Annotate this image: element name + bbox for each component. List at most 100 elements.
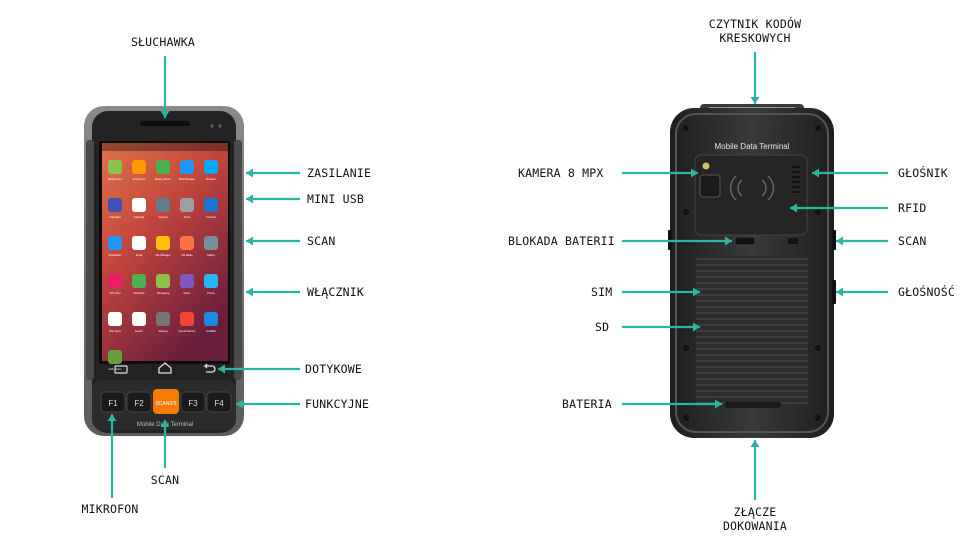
app-icon-tile [132,236,146,250]
label-battery: BATERIA [562,397,612,411]
label-touch-keys: DOTYKOWE [305,362,362,376]
app-icon-label: Phone [207,291,215,295]
app-icon-label: Settings [158,329,168,333]
app-icon-label: ToolsBar [206,329,216,333]
camera-lens [700,175,720,197]
earpiece-slot [140,121,190,126]
app-icon-tile [156,274,170,288]
f4-key-label: F4 [214,399,224,408]
arrow-head-icon [246,237,253,246]
app-icon-label: Search [135,329,144,333]
label-microphone: MIKROFON [82,502,139,516]
app-icon-label: Email [136,253,143,257]
f3-key-label: F3 [188,399,198,408]
app-icon-tile [204,236,218,250]
f1-key-label: F1 [108,399,118,408]
label-earpiece: SŁUCHAWKA [131,35,195,49]
back-device: Mobile Data Terminal [668,104,836,438]
label-mini-usb: MINI USB [307,192,364,206]
label-power-supply: ZASILANIE [307,166,371,180]
app-icon-tile [108,160,122,174]
app-icon-tile [180,274,194,288]
app-icon-tile [204,274,218,288]
label-power-button: WŁĄCZNIK [307,285,364,299]
app-icon-tile [204,312,218,326]
app-icon-label: Battery Monit. [155,177,171,181]
app-icon-tile [132,160,146,174]
app-icon[interactable]: Calculator [108,198,122,219]
app-icon-tile [180,236,194,250]
app-icon[interactable]: MediaTek [132,274,146,295]
label-rfid: RFID [898,201,927,215]
app-icon-label: Downloads [109,253,123,257]
scan-f5-key-label: SCAN/F5 [155,401,176,407]
arrow-head-icon [246,169,253,178]
arrow-head-icon [836,288,843,297]
app-icon[interactable]: Battery Monit. [155,160,171,181]
app-icon-label: Play Store [109,329,122,333]
app-icon[interactable]: Downloads [108,236,122,257]
app-icon[interactable]: File Manager [155,236,170,257]
app-icon-label: File Manager [155,253,170,257]
app-icon-tile [132,198,146,212]
front-device: ADHB Demo APN Demo Battery Monit. BLE Manag… [84,106,244,436]
app-icon[interactable]: Sound Record. [178,312,196,333]
app-icon[interactable]: Calendar [132,198,146,219]
app-icon-tile [156,312,170,326]
app-icon-tile [108,198,122,212]
app-icon-tile [204,198,218,212]
app-icon[interactable]: FM Radio [180,236,194,257]
label-speaker: GŁOŚNIK [898,166,948,180]
app-icon-tile [108,350,122,364]
arrow-head-icon [751,440,760,447]
app-icon-tile [108,312,122,326]
label-battery-lock: BLOKADA BATERII [508,234,615,248]
app-icon[interactable]: ToolsBar [204,312,218,333]
back-brand-text: Mobile Data Terminal [715,142,790,151]
app-icon[interactable]: GPS Test [108,274,122,295]
arrow-head-icon [836,237,843,246]
app-icon-tile [156,198,170,212]
front-screen [102,143,228,361]
arrow-head-icon [246,195,253,204]
label-dock-connector: ZŁĄCZE DOKOWANIA [723,505,787,533]
status-bar [102,143,228,151]
arrow-head-icon [751,97,760,104]
app-icon-tile [132,274,146,288]
f2-key-label: F2 [134,399,144,408]
app-icon[interactable]: BLE Manager [179,160,195,181]
label-volume: GŁOŚNOŚĆ [898,285,955,299]
app-icon-label: Messaging [157,291,170,295]
app-icon-label: MediaTek [133,291,145,295]
battery-lock-latch [735,237,755,245]
label-scan-back: SCAN [898,234,927,248]
label-sim: SIM [591,285,612,299]
app-icon[interactable]: Play Store [108,312,122,333]
battery-cover [696,256,808,406]
app-icon-label: Music [184,291,191,295]
app-icon-tile [180,312,194,326]
app-icon-label: Calendar [134,215,145,219]
label-sd: SD [595,320,609,334]
app-icon[interactable]: Messaging [156,274,170,295]
app-icon[interactable]: Contacts [204,198,218,219]
label-scan-bottom: SCAN [151,473,180,487]
app-icon-label: APN Demo [133,177,147,181]
app-icon-tile [156,160,170,174]
app-icon[interactable]: APN Demo [132,160,146,181]
app-icon-tile [108,236,122,250]
app-icon-label: ADHB Demo [108,177,123,181]
app-icon[interactable]: ADHB Demo [108,160,123,181]
arrow-head-icon [246,288,253,297]
app-icon-label: BLE Manager [179,177,195,181]
app-icon-tile [180,198,194,212]
label-barcode-reader: CZYTNIK KODÓW KRESKOWYCH [709,17,802,45]
label-camera: KAMERA 8 MPX [518,166,603,180]
app-icon-tile [156,236,170,250]
label-scan-side: SCAN [307,234,336,248]
app-icon-tile [132,312,146,326]
app-icon-label: Browser [206,177,216,181]
app-icon-label: FM Radio [181,253,193,257]
